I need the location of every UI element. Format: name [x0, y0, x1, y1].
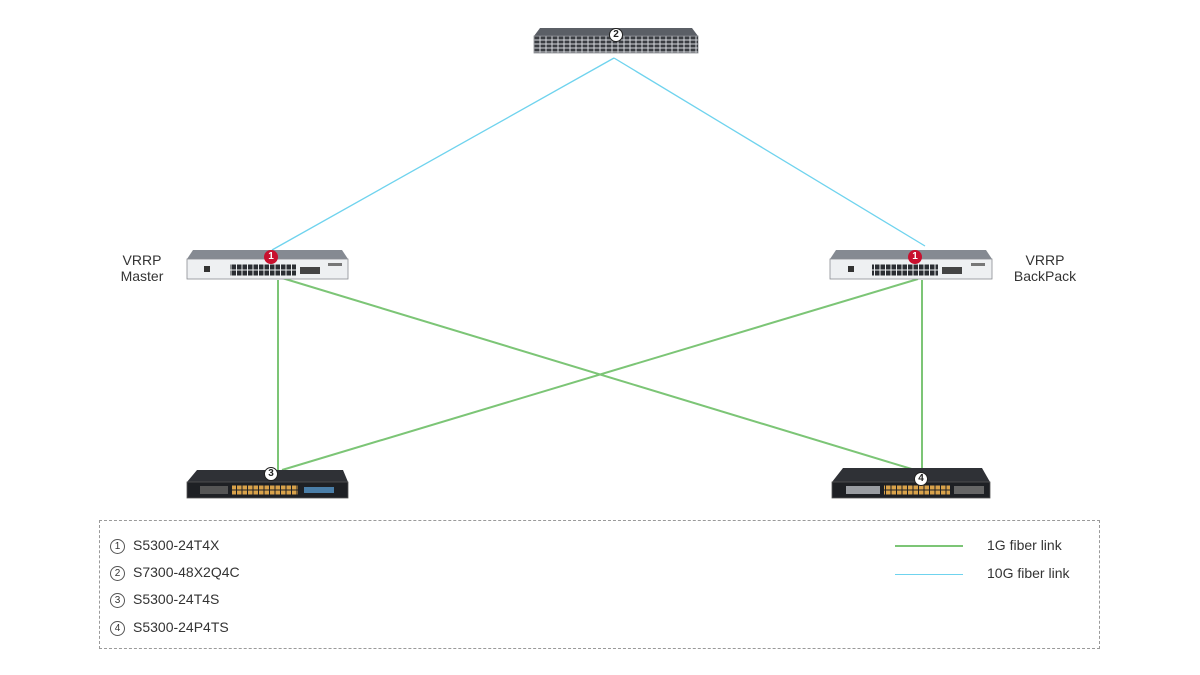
legend-num-2: 2: [110, 566, 125, 581]
role-master-line2: Master: [120, 268, 164, 284]
legend-swatch-1g: [895, 545, 963, 548]
link-1g-backup-left: [281, 278, 919, 471]
role-backup-line2: BackPack: [1013, 268, 1077, 284]
legend-link-label-1g: 1G fiber link: [987, 537, 1062, 553]
badge-backup: 1: [908, 250, 922, 264]
legend-link-1g: 1G fiber link: [895, 537, 1062, 553]
legend-link-label-10g: 10G fiber link: [987, 565, 1070, 581]
link-10g-core-backup: [613, 57, 926, 247]
legend-num-1: 1: [110, 539, 125, 554]
badge-access-right: 4: [914, 472, 928, 486]
legend-model-label-4: S5300-24P4TS: [133, 619, 229, 635]
legend-model-2: 2 S7300-48X2Q4C: [110, 564, 240, 581]
role-label-backup: VRRP BackPack: [1008, 252, 1082, 284]
legend-model-label-1: S5300-24T4X: [133, 537, 220, 553]
badge-core: 2: [609, 28, 623, 42]
legend-num-4: 4: [110, 621, 125, 636]
switch-backup: [829, 250, 993, 280]
role-master-line1: VRRP: [122, 252, 162, 268]
legend-model-4: 4 S5300-24P4TS: [110, 619, 229, 636]
legend-link-10g: 10G fiber link: [895, 565, 1069, 581]
badge-master: 1: [264, 250, 278, 264]
legend-swatch-10g: [895, 573, 963, 575]
link-10g-core-master: [271, 57, 615, 251]
role-label-master: VRRP Master: [112, 252, 172, 284]
role-backup-line1: VRRP: [1025, 252, 1065, 268]
legend-num-3: 3: [110, 593, 125, 608]
legend-model-1: 1 S5300-24T4X: [110, 537, 219, 554]
switch-access-right: [831, 468, 991, 499]
legend-model-3: 3 S5300-24T4S: [110, 591, 219, 608]
legend-model-label-2: S7300-48X2Q4C: [133, 564, 240, 580]
badge-access-left: 3: [264, 467, 278, 481]
legend-box: 1 S5300-24T4X 2 S7300-48X2Q4C 3 S5300-24T4S…: [99, 520, 1100, 649]
legend-model-label-3: S5300-24T4S: [133, 591, 220, 607]
